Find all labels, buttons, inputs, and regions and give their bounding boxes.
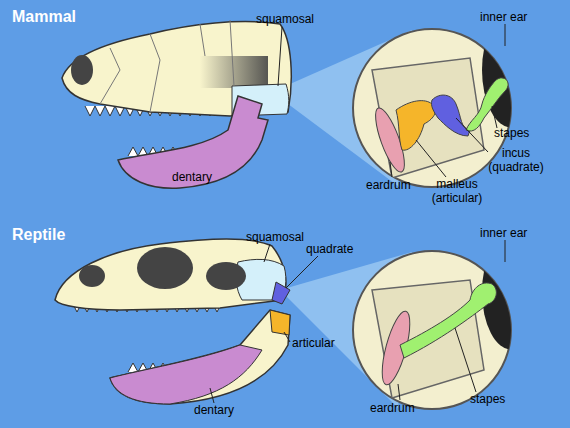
reptile-skull: [55, 239, 286, 310]
nostril: [79, 265, 105, 287]
part-label: squamosal: [256, 12, 314, 26]
temporal-opening: [206, 262, 246, 290]
leader-lines: [278, 24, 505, 177]
dentary-bone: [110, 345, 262, 404]
part-label: stapes: [494, 126, 529, 140]
part-label: inner ear: [480, 226, 527, 240]
leader-lines: [210, 240, 505, 403]
stapes: [466, 78, 508, 131]
part-label: stapes: [470, 392, 505, 406]
ear-view: [482, 12, 542, 128]
orbit: [137, 247, 193, 289]
orbit: [71, 55, 93, 85]
part-label: malleus (articular): [418, 177, 496, 205]
part-label: dentary: [194, 403, 234, 417]
articular-bone: [270, 310, 290, 335]
ear-view: [372, 234, 542, 398]
group-title: Mammal: [12, 8, 76, 26]
part-label: dentary: [172, 170, 212, 184]
dentary-bone: [118, 96, 268, 188]
incus: [431, 95, 470, 136]
malleus: [396, 101, 435, 151]
mammal-group: [62, 12, 542, 188]
suture-lines: [100, 20, 234, 112]
reptile-group: [55, 234, 542, 409]
part-label: quadrate: [306, 242, 353, 256]
lower-jaw: [110, 310, 290, 404]
quadrate-bone: [272, 282, 290, 304]
part-label: articular: [292, 336, 335, 350]
stapes: [400, 283, 496, 358]
group-title: Reptile: [12, 226, 65, 244]
part-label: eardrum: [366, 178, 411, 192]
part-label: squamosal: [246, 230, 304, 244]
part-label: inner ear: [480, 10, 527, 24]
part-label: eardrum: [370, 401, 415, 415]
part-label: incus (quadrate): [480, 146, 552, 174]
